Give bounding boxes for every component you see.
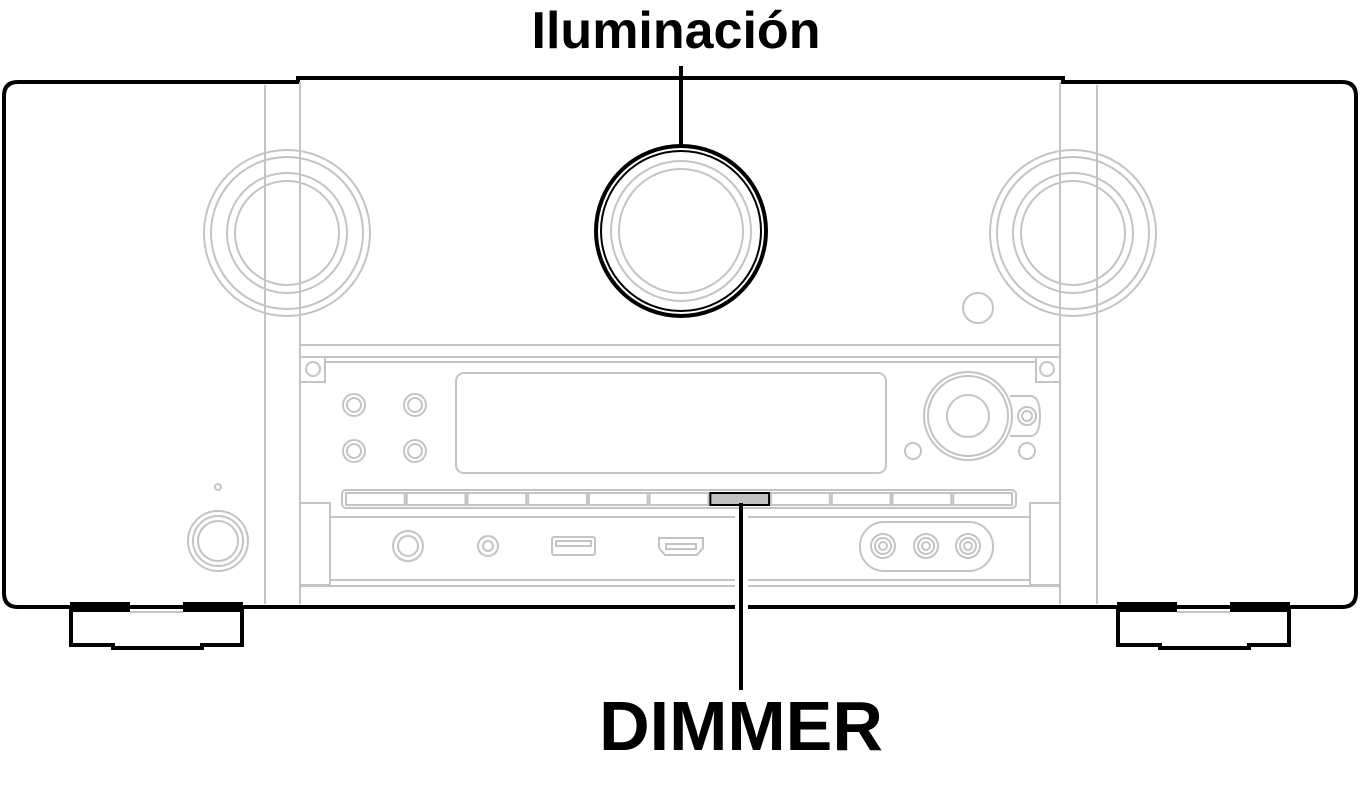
display-window [455, 372, 887, 474]
right-foot [1116, 602, 1291, 650]
button-strip [341, 489, 1017, 509]
headphone-jack [392, 530, 424, 562]
drawer-right-side [1029, 502, 1060, 586]
hdmi-port [658, 537, 704, 556]
left-foot [69, 602, 244, 650]
rca-jacks [859, 521, 994, 572]
screw-right [1035, 356, 1061, 383]
small-button-left [904, 442, 922, 460]
strip-button [648, 492, 710, 506]
strip-button [770, 492, 831, 506]
drawer-left-side [300, 502, 331, 586]
right-knob [989, 149, 1157, 317]
button-strip-segments [345, 492, 1013, 506]
usb-port [551, 536, 596, 556]
label-iluminacion: Iluminación [532, 2, 821, 60]
strip-button [466, 492, 528, 506]
strip-button [830, 492, 892, 506]
input-buttons [342, 393, 427, 463]
small-round-button [962, 292, 994, 324]
strip-button [952, 492, 1013, 506]
control-dial [923, 371, 1042, 461]
illumination-knob[interactable] [594, 144, 768, 318]
strip-button [587, 492, 649, 506]
small-button-right [1018, 442, 1036, 460]
screw-left [299, 356, 326, 383]
strip-button [405, 492, 467, 506]
strip-button [891, 492, 953, 506]
label-dimmer: DIMMER [599, 687, 883, 765]
power-button [187, 510, 249, 572]
mic-jack [477, 535, 499, 557]
strip-button [345, 492, 406, 506]
power-led [214, 483, 222, 491]
left-knob [203, 149, 371, 317]
strip-button [527, 492, 588, 506]
